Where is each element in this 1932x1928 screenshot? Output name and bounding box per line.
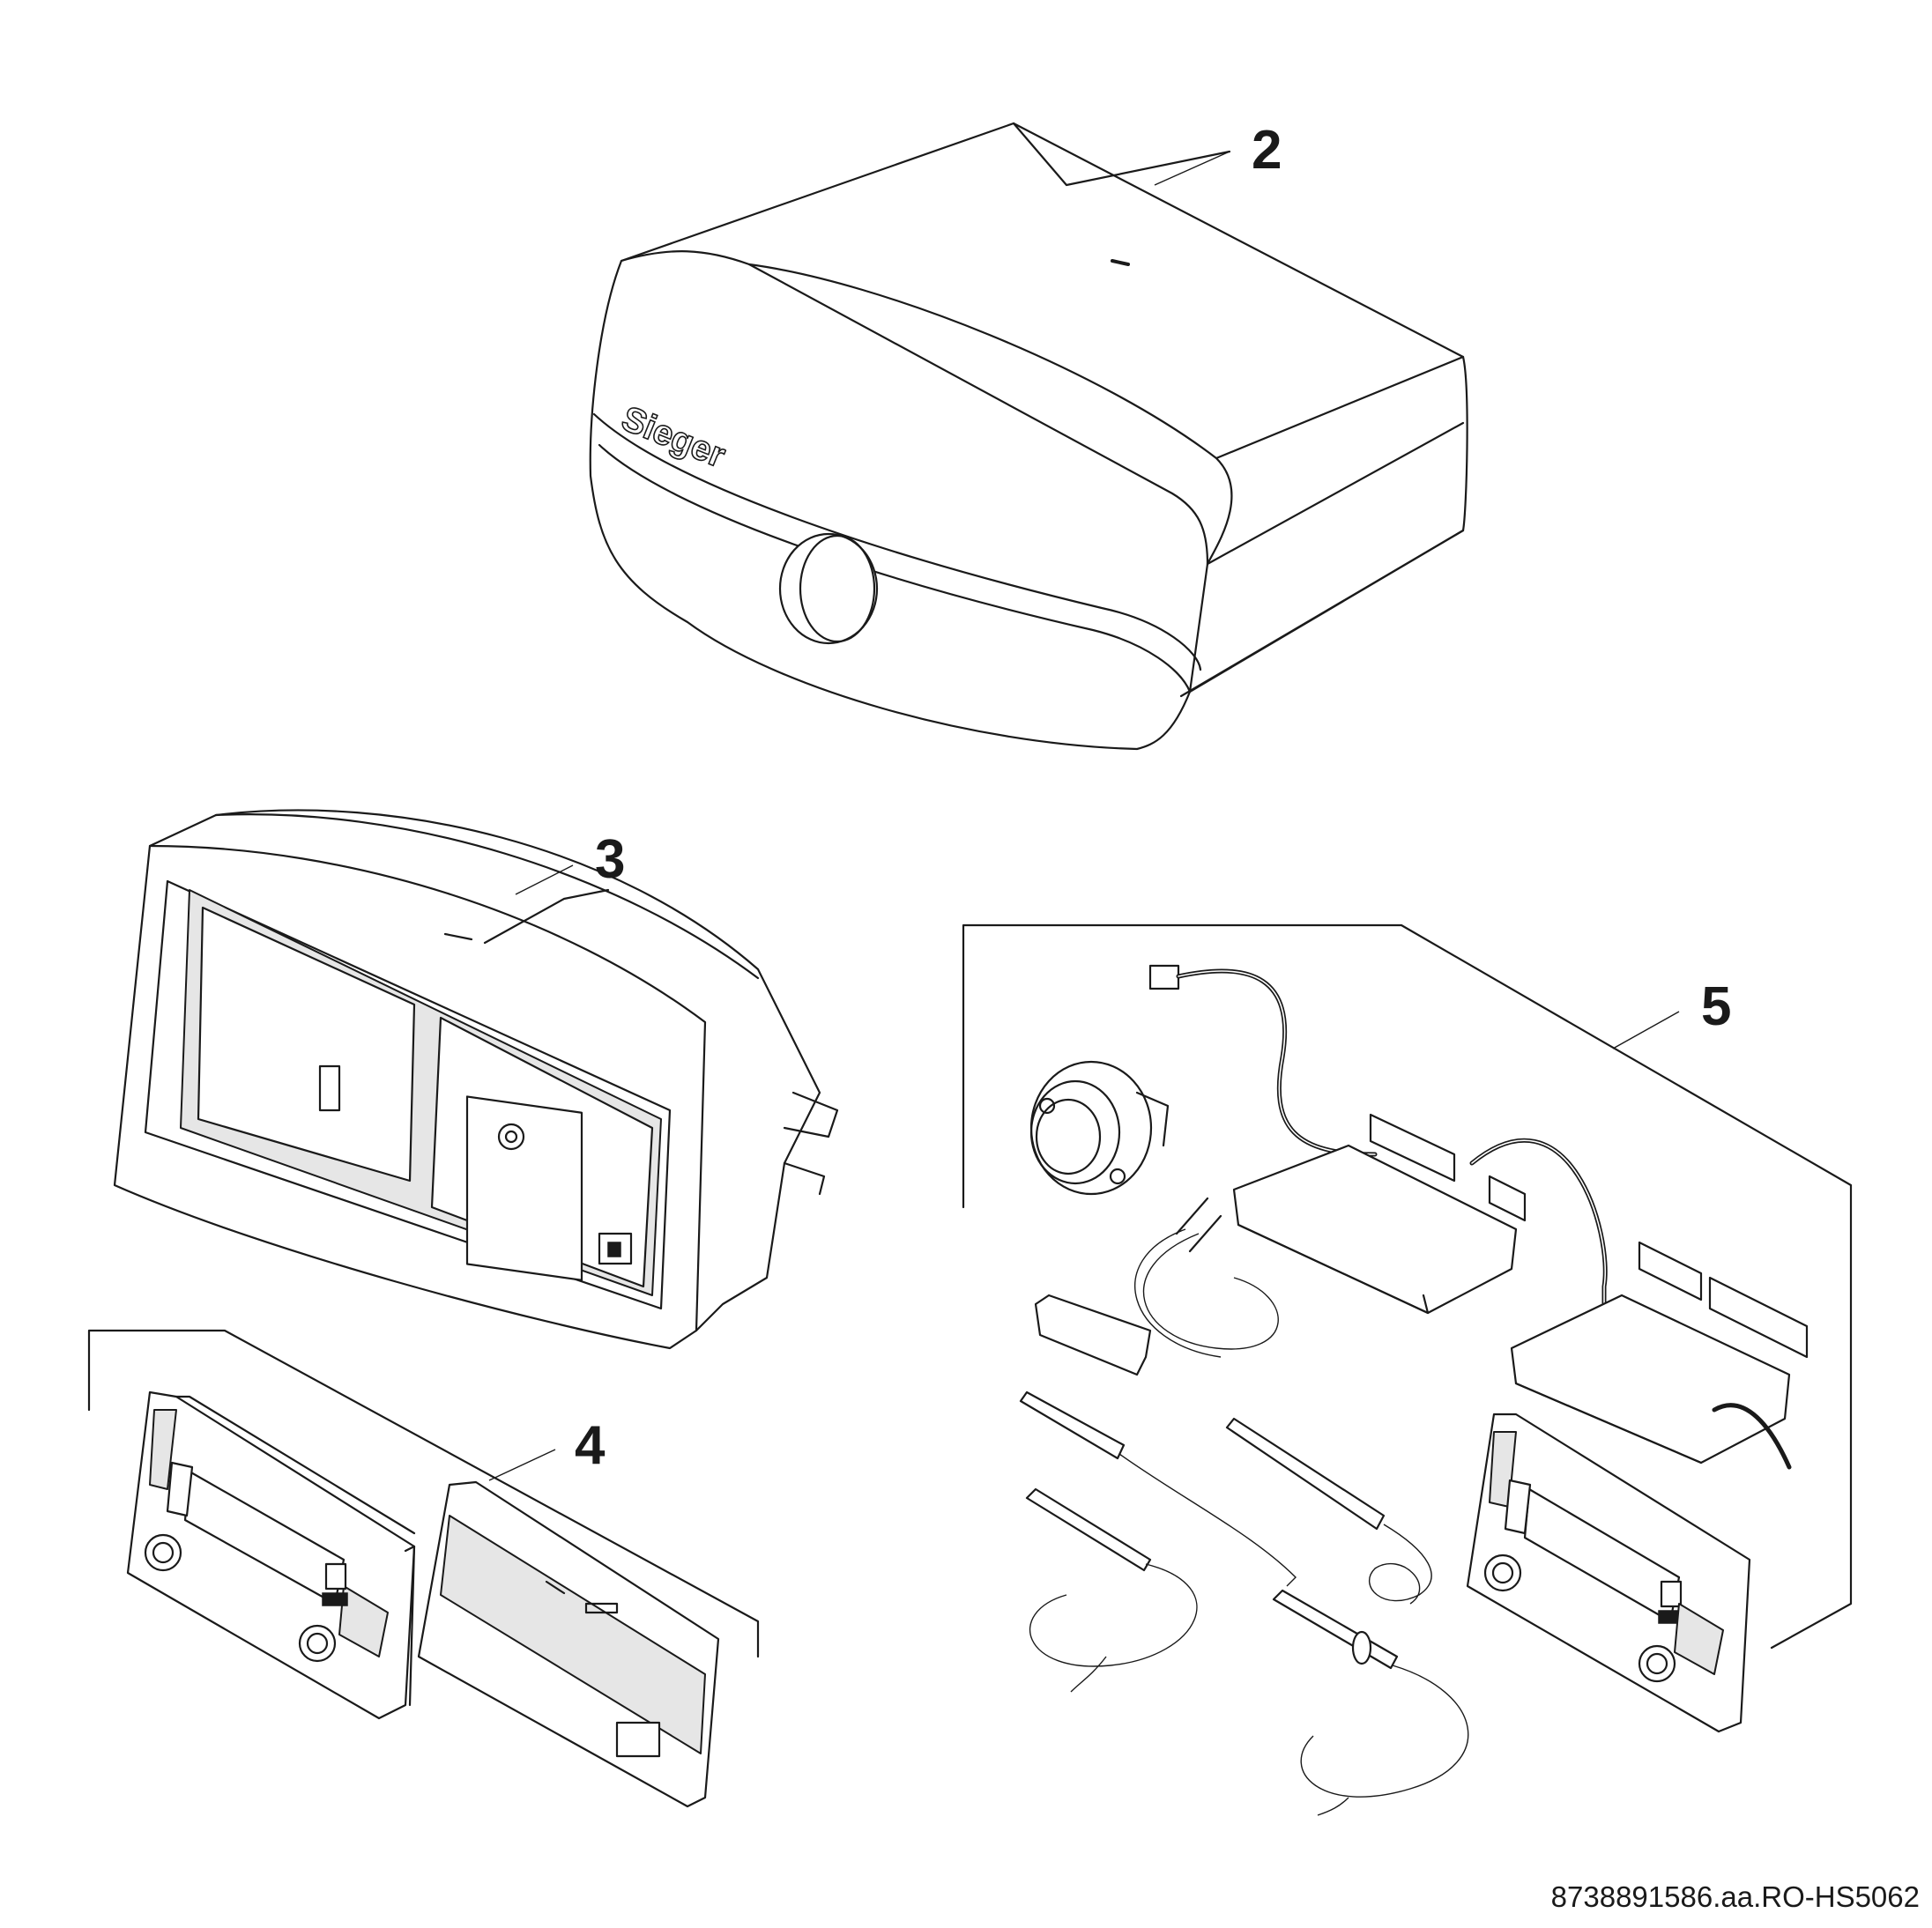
immersion-sensor-2 [1225, 1417, 1432, 1605]
immersion-sensor-3 [1025, 1487, 1198, 1693]
callout-5: 5 [1701, 976, 1732, 1037]
document-reference: 8738891586.aa.RO-HS5062 [1550, 1880, 1920, 1913]
leader-line-2 [1154, 151, 1230, 186]
controller-frame [113, 809, 839, 1350]
control-unit-left [126, 1390, 416, 1720]
housing-cover: Sieger [589, 122, 1468, 751]
callout-2: 2 [1252, 120, 1282, 181]
module-board-lower [1510, 1241, 1809, 1470]
immersion-sensor-4 [1272, 1589, 1469, 1816]
part-4-group-bracket [87, 1329, 760, 1658]
callout-4: 4 [575, 1415, 606, 1476]
callout-3: 3 [595, 829, 626, 890]
module-board-upper [1232, 1113, 1608, 1316]
leader-line-3 [515, 864, 574, 895]
control-unit-cover [417, 1480, 720, 1808]
module-connector-cable [1148, 964, 1378, 1157]
leader-line-4 [488, 1449, 556, 1481]
immersion-sensor-1 [1019, 1390, 1297, 1587]
wall-temperature-sensor [1029, 1060, 1170, 1196]
part-5-group-bracket [962, 923, 1853, 1650]
control-unit-kit [1466, 1413, 1751, 1733]
outdoor-sensor-with-cable [1034, 1197, 1279, 1376]
leader-line-5 [1612, 1011, 1680, 1049]
